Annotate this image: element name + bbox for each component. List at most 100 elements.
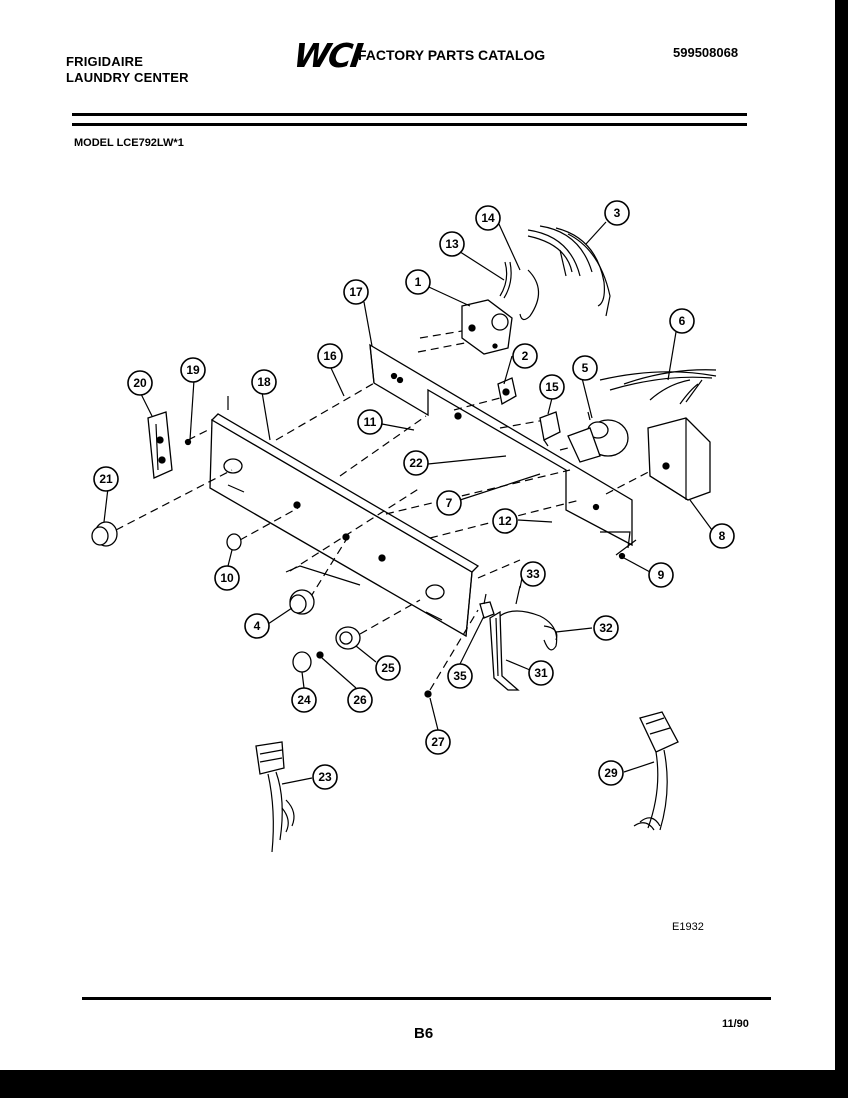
- wire-harness-23-part: [255, 741, 295, 853]
- leader-lines: [103, 221, 713, 785]
- knob-25-part: [335, 626, 361, 650]
- svg-text:33: 33: [526, 567, 540, 581]
- svg-text:23: 23: [318, 770, 332, 784]
- callout-22: 22: [403, 450, 429, 476]
- callout-7: 7: [436, 490, 462, 516]
- callout-4: 4: [244, 613, 270, 639]
- callout-25: 25: [375, 655, 401, 681]
- svg-text:4: 4: [254, 619, 261, 633]
- svg-text:21: 21: [99, 472, 113, 486]
- screw-27-part: [424, 690, 432, 698]
- callout-15: 15: [539, 374, 565, 400]
- bracket-20-part: [147, 411, 173, 479]
- catalog-part-number: 599508068: [673, 45, 739, 60]
- callout-3: 3: [604, 200, 630, 226]
- callout-19: 19: [180, 357, 206, 383]
- callout-20: 20: [127, 370, 153, 396]
- header-rule-top: [72, 113, 747, 116]
- parts-sheet: FRIGIDAIRE LAUNDRY CENTER WCI FACTORY PA…: [0, 0, 835, 1070]
- svg-text:29: 29: [604, 766, 618, 780]
- svg-text:25: 25: [381, 661, 395, 675]
- svg-text:9: 9: [658, 568, 665, 582]
- svg-text:14: 14: [481, 211, 495, 225]
- svg-text:20: 20: [133, 376, 147, 390]
- product-line: LAUNDRY CENTER: [66, 70, 189, 85]
- rear-bracket-part: [369, 343, 633, 549]
- svg-text:19: 19: [186, 363, 200, 377]
- svg-text:3: 3: [614, 206, 621, 220]
- wire-harness-29-part: [633, 711, 679, 831]
- svg-text:31: 31: [534, 666, 548, 680]
- callout-35: 35: [447, 663, 473, 689]
- callout-12: 12: [492, 508, 518, 534]
- wire-harness-3-part: [527, 225, 611, 317]
- callout-27: 27: [425, 729, 451, 755]
- svg-text:2: 2: [522, 349, 529, 363]
- knob-24-part: [292, 651, 312, 673]
- svg-text:13: 13: [445, 237, 459, 251]
- svg-text:1: 1: [415, 275, 422, 289]
- wire-harness-6-part: [599, 369, 717, 405]
- callout-18: 18: [251, 369, 277, 395]
- knob-21-part: [91, 521, 118, 547]
- callout-14: 14: [475, 205, 501, 231]
- timer-part: [461, 299, 513, 355]
- bracket-31-part: [489, 610, 520, 691]
- revision-date: 11/90: [722, 1018, 749, 1030]
- callout-26: 26: [347, 687, 373, 713]
- svg-text:12: 12: [498, 514, 512, 528]
- callout-17: 17: [343, 279, 369, 305]
- callout-21: 21: [93, 466, 119, 492]
- callout-2: 2: [512, 343, 538, 369]
- lamp-10-part: [226, 533, 242, 551]
- callout-16: 16: [317, 343, 343, 369]
- callout-31: 31: [528, 660, 554, 686]
- svg-text:10: 10: [220, 571, 234, 585]
- svg-text:32: 32: [599, 621, 613, 635]
- callout-5: 5: [572, 355, 598, 381]
- svg-text:24: 24: [297, 693, 311, 707]
- exploded-parts-diagram: 1 2 3 4 5 6 7 8 9 10 11 12 13 14 15 16 1…: [91, 200, 735, 853]
- callout-33: 33: [520, 561, 546, 587]
- callout-9: 9: [648, 562, 674, 588]
- page-number: B6: [414, 1025, 434, 1042]
- svg-text:18: 18: [257, 375, 271, 389]
- callout-29: 29: [598, 760, 624, 786]
- callout-13: 13: [439, 231, 465, 257]
- assembly-lines: [115, 329, 661, 691]
- svg-text:26: 26: [353, 693, 367, 707]
- control-box-part: [647, 417, 711, 501]
- brand-name: FRIGIDAIRE: [66, 54, 144, 69]
- footer-rule: [82, 997, 771, 1000]
- callout-10: 10: [214, 565, 240, 591]
- svg-text:8: 8: [719, 529, 726, 543]
- svg-text:17: 17: [349, 285, 363, 299]
- header-rule-bottom: [72, 123, 747, 126]
- switch-2-part: [497, 377, 517, 406]
- svg-text:7: 7: [446, 496, 453, 510]
- svg-text:27: 27: [431, 735, 445, 749]
- diagram-code: E1932: [672, 921, 704, 933]
- svg-text:15: 15: [545, 380, 559, 394]
- screw-19-part: [184, 438, 192, 446]
- callout-8: 8: [709, 523, 735, 549]
- callout-32: 32: [593, 615, 619, 641]
- screw-9-part: [615, 539, 637, 560]
- svg-text:11: 11: [364, 415, 377, 429]
- callout-23: 23: [312, 764, 338, 790]
- svg-text:5: 5: [582, 361, 589, 375]
- catalog-title: FACTORY PARTS CATALOG: [358, 47, 546, 63]
- wire-32-part: [499, 610, 558, 651]
- svg-text:16: 16: [323, 349, 337, 363]
- screw-33-part: [515, 585, 521, 605]
- svg-text:6: 6: [679, 314, 686, 328]
- callout-1: 1: [405, 269, 431, 295]
- callout-24: 24: [291, 687, 317, 713]
- spring-26-part: [316, 651, 324, 659]
- switch-15-part: [539, 411, 561, 447]
- control-panel-part: [209, 396, 480, 638]
- knob-4-part: [289, 589, 315, 615]
- model-label: MODEL LCE792LW*1: [74, 137, 184, 149]
- switch-5-part: [567, 411, 629, 463]
- svg-text:22: 22: [409, 456, 423, 470]
